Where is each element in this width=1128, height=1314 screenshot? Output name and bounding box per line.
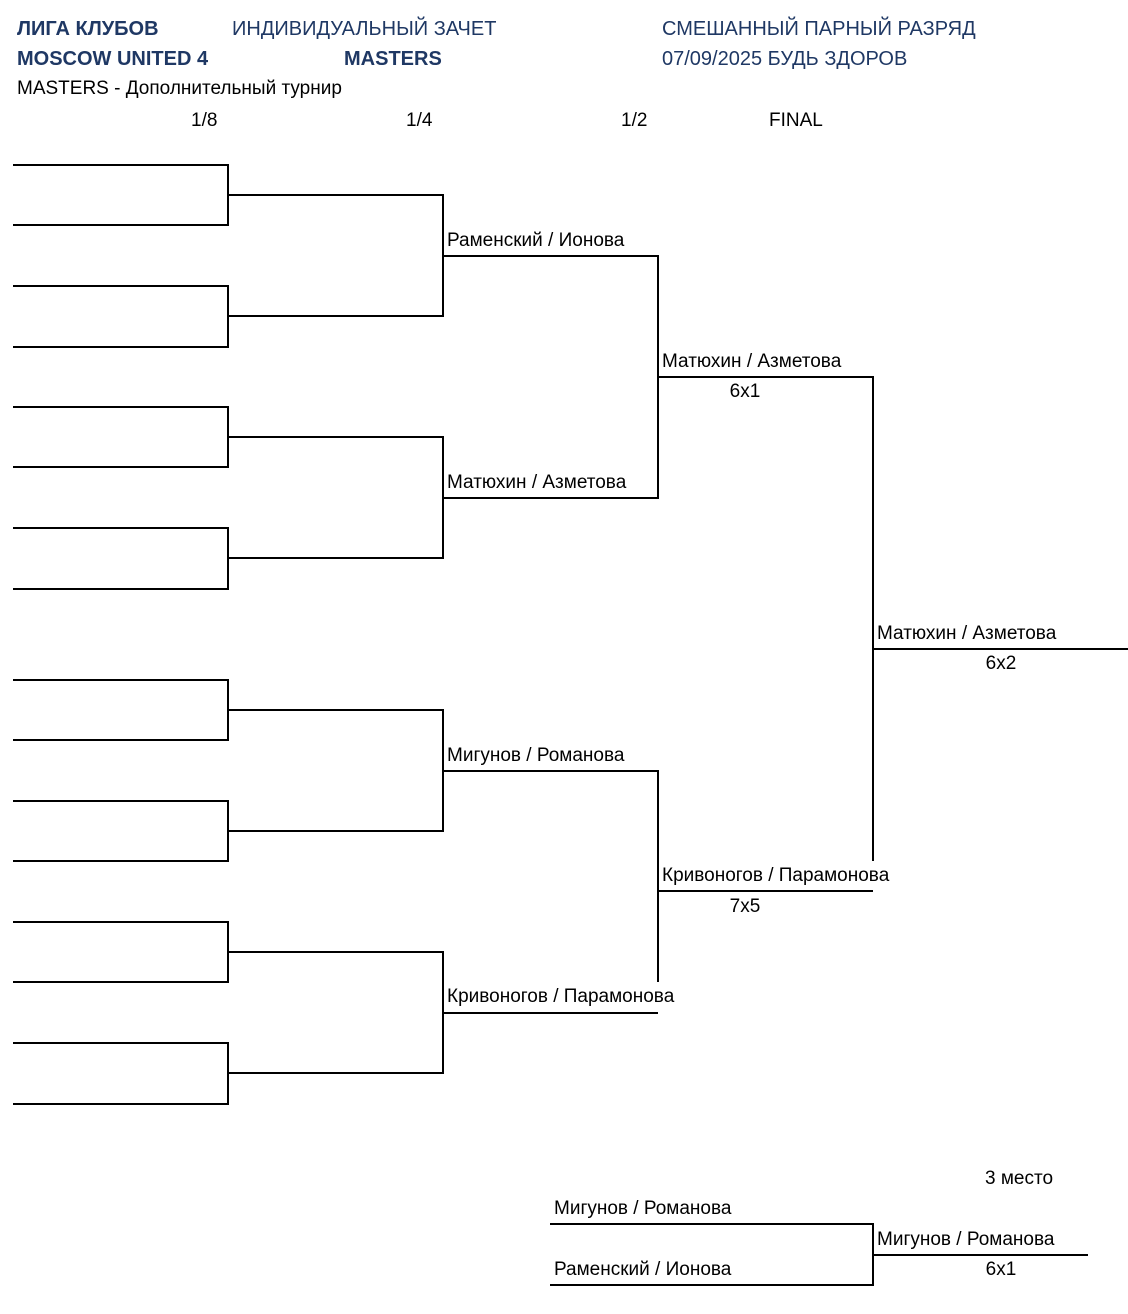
club-name: MOSCOW UNITED 4 (17, 48, 209, 70)
r16-match-8 (13, 1042, 229, 1105)
r16-match-7 (13, 921, 229, 983)
qf-match-3 (228, 709, 444, 832)
third-place-player-2: Раменский / Ионова (554, 1259, 732, 1280)
date-venue: 07/09/2025 БУДЬ ЗДОРОВ (662, 48, 908, 70)
qf-player-4: Кривоногов / Парамонова (447, 986, 675, 1007)
third-place-winner: Мигунов / Романова (877, 1229, 1055, 1250)
event-type: ИНДИВИДУАЛЬНЫЙ ЗАЧЕТ (232, 18, 497, 40)
final-score: 6x2 (985, 653, 1017, 674)
third-place-player-1: Мигунов / Романова (554, 1198, 732, 1219)
qf-match-4 (228, 951, 444, 1074)
discipline-label: СМЕШАННЫЙ ПАРНЫЙ РАЗРЯД (662, 18, 976, 40)
qf-match-1 (228, 194, 444, 317)
qf-player-3: Мигунов / Романова (447, 745, 625, 766)
qf-match-2 (228, 436, 444, 559)
sf-match-2 (443, 770, 659, 982)
sf-score-1: 6x1 (729, 381, 761, 402)
round-label-sf: 1/2 (621, 110, 648, 131)
third-place-score: 6x1 (985, 1259, 1017, 1280)
r16-match-1 (13, 164, 229, 226)
sf-winner-2: Кривоногов / Парамонова (662, 865, 890, 886)
round-label-final: FINAL (769, 110, 823, 131)
qf-player-1: Раменский / Ионова (447, 230, 625, 251)
level-label: MASTERS (344, 48, 442, 70)
r16-match-4 (13, 527, 229, 590)
r16-match-5 (13, 679, 229, 741)
r16-match-3 (13, 406, 229, 468)
tournament-subtitle: MASTERS - Дополнительный турнир (17, 78, 342, 99)
final-winner: Матюхин / Азметова (877, 623, 1057, 644)
sf-score-2: 7x5 (729, 896, 761, 917)
final-match (658, 376, 874, 861)
league-title: ЛИГА КЛУБОВ (17, 18, 159, 40)
round-label-qf: 1/4 (406, 110, 433, 131)
r16-match-2 (13, 285, 229, 348)
sf-match-1 (443, 255, 659, 499)
r16-match-6 (13, 800, 229, 862)
sf-winner-1: Матюхин / Азметова (662, 351, 842, 372)
qf-player-2: Матюхин / Азметова (447, 472, 627, 493)
third-place-label: 3 место (985, 1168, 1054, 1189)
round-label-r16: 1/8 (191, 110, 218, 131)
